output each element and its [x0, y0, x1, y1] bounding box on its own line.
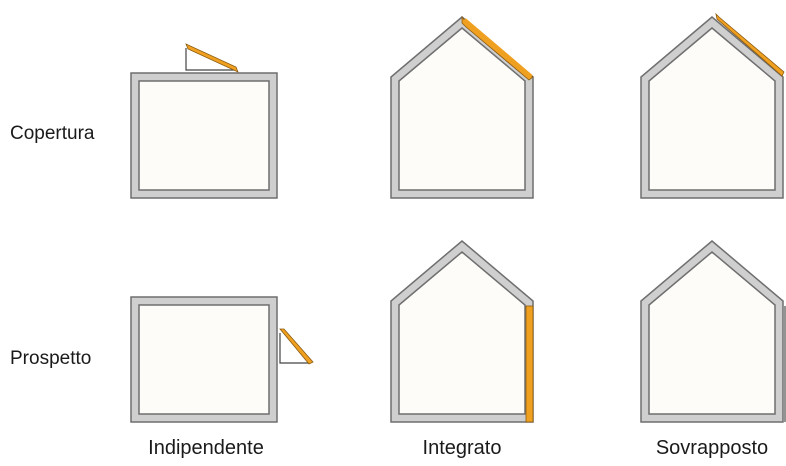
solar-panel-independent-roof: [185, 43, 239, 73]
house-integrated-roof: [390, 16, 534, 199]
house-integrated-facade: [390, 240, 534, 423]
panel-support-facade: [279, 333, 310, 364]
solar-panel-integrated-roof: [461, 15, 534, 81]
column-label-sovrapposto: Sovrapposto: [655, 437, 769, 459]
solar-panel-independent-facade: [279, 328, 314, 365]
house-overlaid-facade: [640, 240, 784, 423]
solar-panel-integrated-facade: [525, 305, 534, 423]
row-label-copertura: Copertura: [10, 123, 95, 144]
column-label-integrato: Integrato: [422, 437, 502, 459]
panel-support-roof: [185, 48, 236, 71]
building-box-independent-facade: [130, 296, 278, 423]
house-overlaid-roof: [640, 16, 784, 199]
row-label-prospetto: Prospetto: [10, 348, 92, 369]
column-label-indipendente: Indipendente: [148, 437, 264, 459]
solar-panel-overlaid-roof: [715, 12, 785, 77]
building-box-independent-roof: [130, 72, 278, 199]
